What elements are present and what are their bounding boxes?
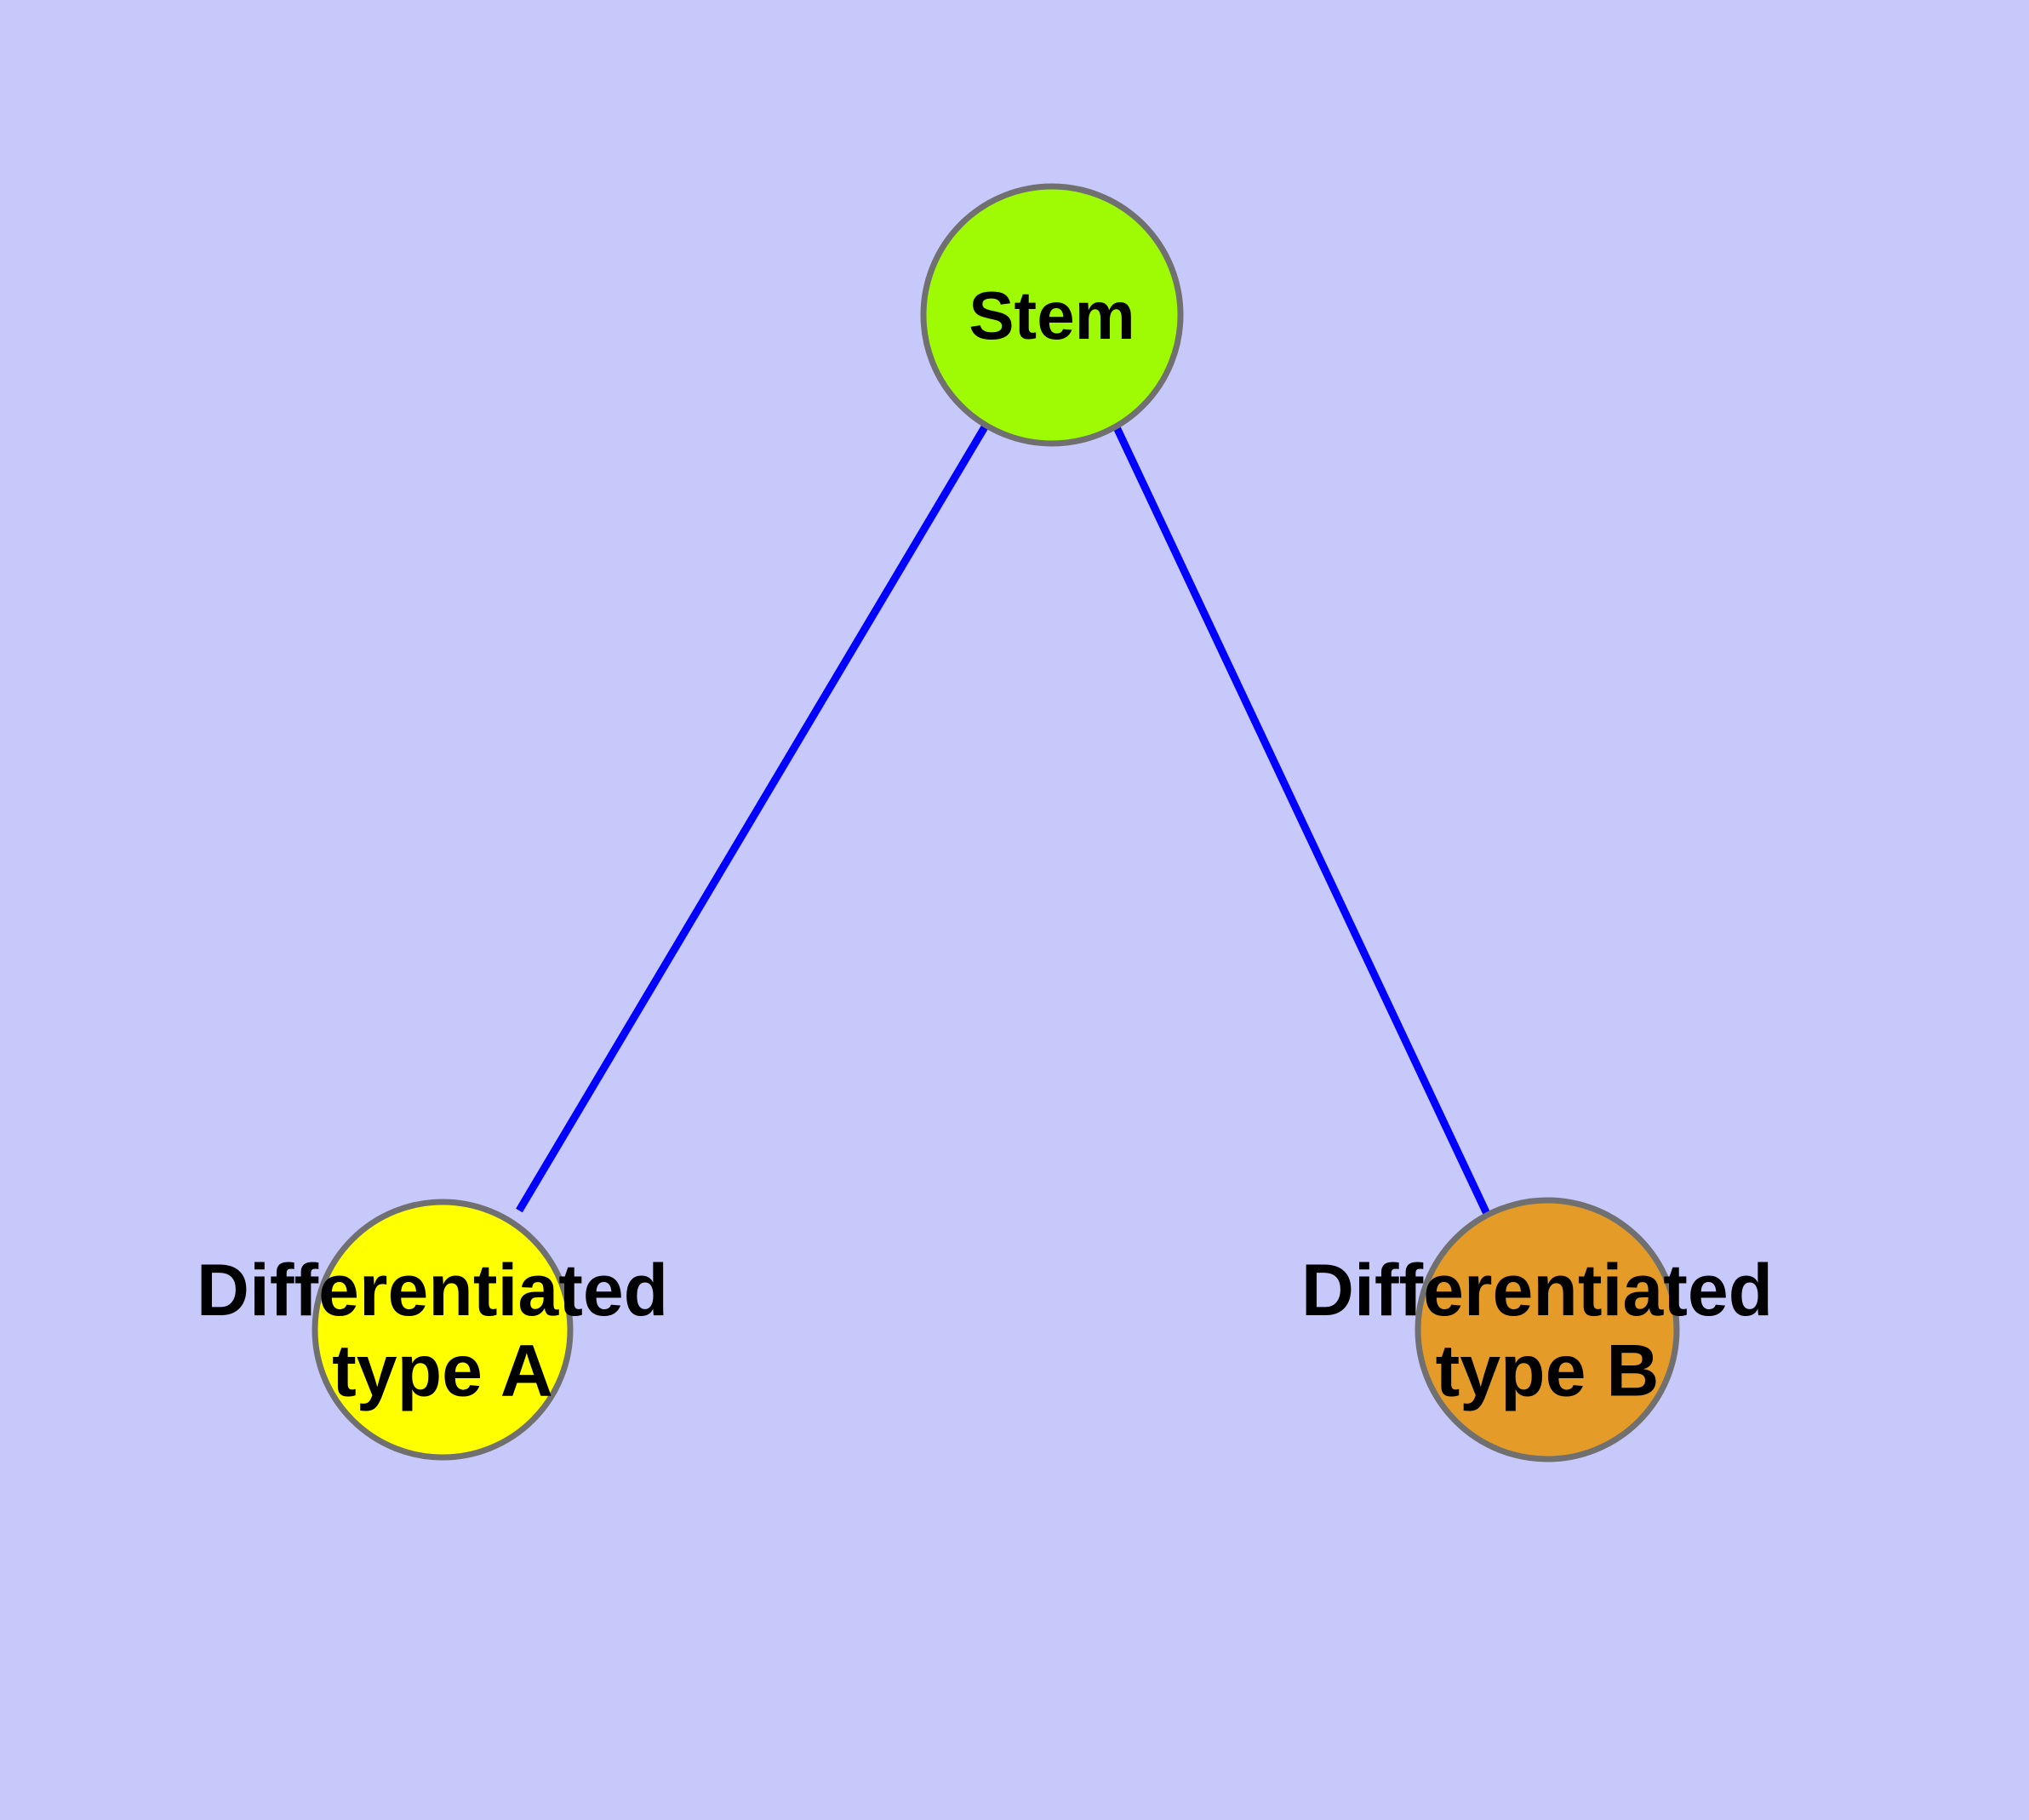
node-differentiated-type-b[interactable] [1415, 1197, 1680, 1462]
edge-stem-to-differentiated-type-a[interactable] [516, 423, 989, 1213]
node-circle-differentiated-type-b[interactable] [1415, 1197, 1680, 1462]
node-label-differentiated-type-a: Differentiated type A [197, 1250, 689, 1412]
node-label-differentiated-type-b: Differentiated type B [1301, 1250, 1793, 1412]
node-label-stem-line-1: Stem [969, 278, 1135, 353]
nodes-group [311, 183, 1680, 1462]
edge-stem-to-differentiated-type-b[interactable] [1112, 426, 1492, 1217]
node-label-stem: Stem [969, 278, 1135, 353]
node-stem[interactable] [920, 183, 1184, 447]
node-label-differentiated-type-a-line-2: type A [332, 1330, 553, 1411]
node-circle-differentiated-type-a[interactable] [311, 1199, 574, 1461]
edges-group [516, 423, 1492, 1217]
node-label-differentiated-type-a-line-1: Differentiated [197, 1250, 668, 1331]
labels-group: Stem Differentiated type A Differentiate… [197, 278, 1793, 1412]
node-label-differentiated-type-b-line-1: Differentiated [1301, 1250, 1773, 1331]
node-differentiated-type-a[interactable] [311, 1199, 574, 1461]
node-circle-stem[interactable] [920, 183, 1184, 447]
node-label-differentiated-type-b-line-2: type B [1436, 1330, 1660, 1411]
